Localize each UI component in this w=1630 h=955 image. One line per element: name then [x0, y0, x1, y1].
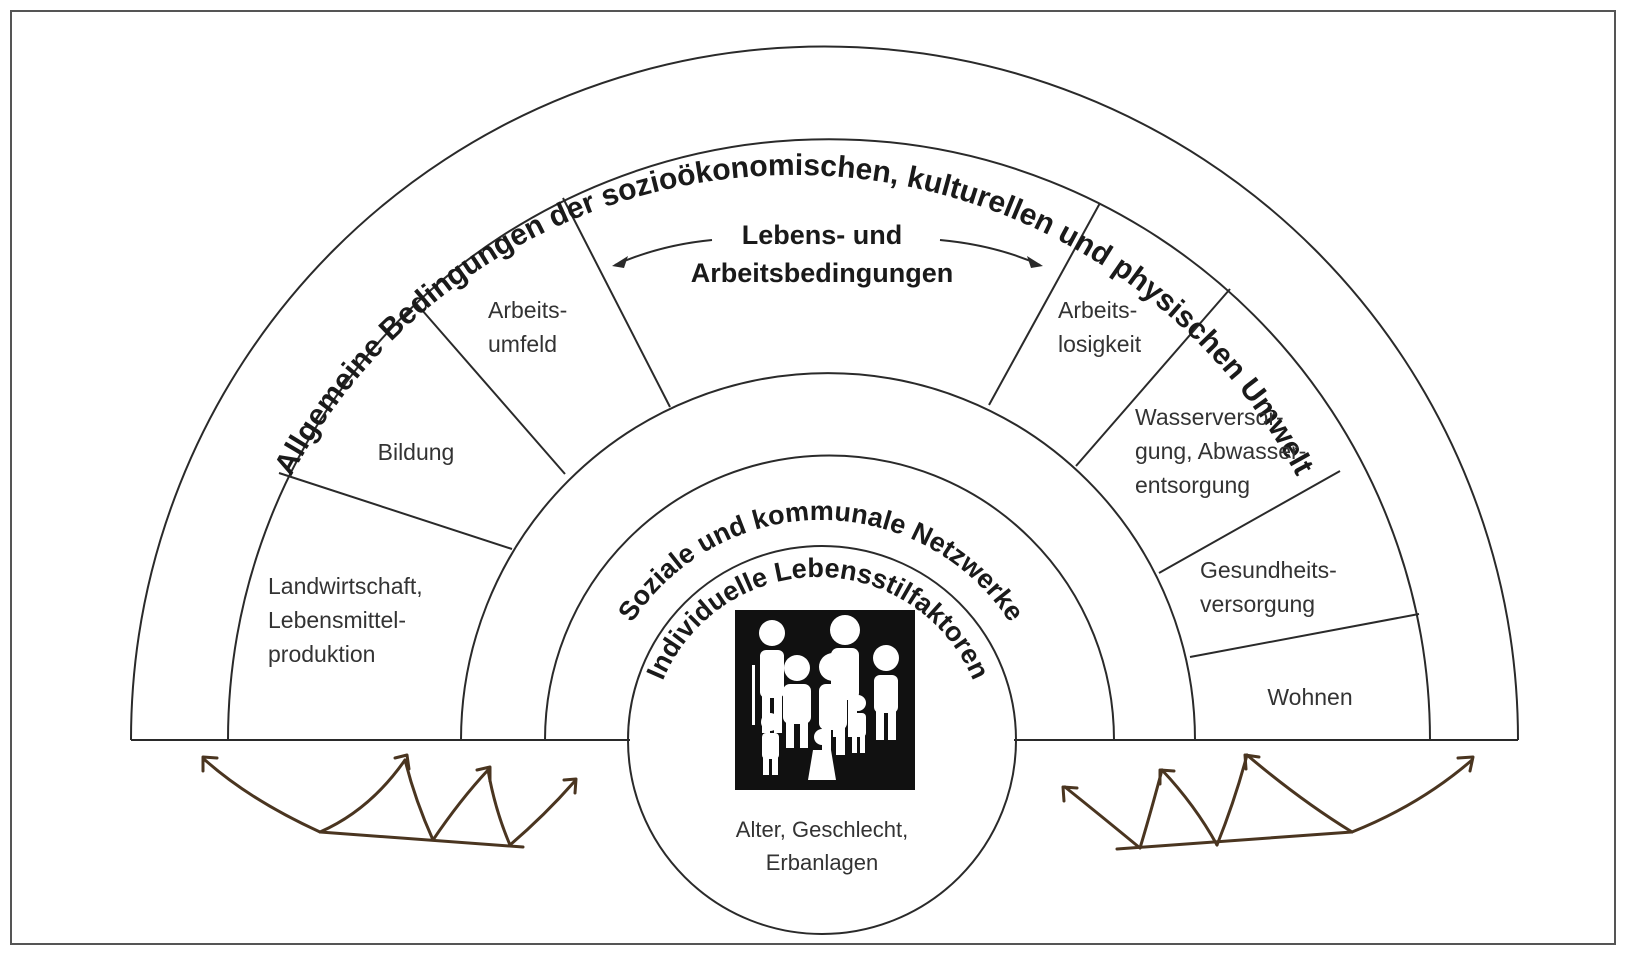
- svg-text:Wohnen: Wohnen: [1267, 684, 1352, 710]
- feedback-arrows-right: [1061, 753, 1475, 851]
- sector-divider: [1075, 288, 1231, 467]
- arrow-right-icon: [939, 239, 1041, 266]
- sector-wasserversorgung: Wasserversor- gung, Abwasser- entsorgung: [1135, 404, 1306, 498]
- feedback-arrows-left: [201, 753, 578, 849]
- center-sector-line2: Arbeitsbedingungen: [691, 258, 954, 288]
- svg-text:Arbeits-: Arbeits-: [1058, 297, 1137, 323]
- sector-divider: [278, 472, 513, 550]
- sector-arbeitslosigkeit: Arbeits- losigkeit: [1058, 297, 1142, 357]
- svg-text:losigkeit: losigkeit: [1058, 331, 1142, 357]
- svg-text:Landwirtschaft,: Landwirtschaft,: [268, 573, 423, 599]
- sector-wohnen: Wohnen: [1267, 684, 1352, 710]
- svg-text:umfeld: umfeld: [488, 331, 557, 357]
- sector-divider: [988, 202, 1101, 406]
- core-label-line1: Alter, Geschlecht,: [736, 817, 908, 842]
- sector-divider: [562, 197, 671, 408]
- arrowhead-right-icon: [1027, 256, 1043, 268]
- center-sector-line1: Lebens- und: [742, 220, 903, 250]
- family-icon: [735, 610, 915, 790]
- sector-arbeitsumfeld: Arbeits- umfeld: [488, 297, 567, 357]
- outer-ring-label: Allgemeine Bedingungen der sozioökonomis…: [268, 149, 1320, 480]
- svg-text:Wasserversor-: Wasserversor-: [1135, 404, 1284, 430]
- outer-arc: [130, 45, 1519, 741]
- sector-gesundheitsversorgung: Gesundheits- versorgung: [1200, 557, 1337, 617]
- arrowhead-left-icon: [612, 256, 628, 268]
- sector-divider: [414, 301, 566, 475]
- svg-text:Lebensmittel-: Lebensmittel-: [268, 607, 406, 633]
- sector-landwirtschaft: Landwirtschaft, Lebensmittel- produktion: [268, 573, 423, 667]
- svg-text:versorgung: versorgung: [1200, 591, 1315, 617]
- sector-divider: [1158, 470, 1341, 574]
- network-ring-outer-arc: [460, 372, 1196, 741]
- sector-divider: [1189, 613, 1420, 658]
- svg-text:entsorgung: entsorgung: [1135, 472, 1250, 498]
- core-label-line2: Erbanlagen: [766, 850, 879, 875]
- lifestyle-ring-outer-arc: [544, 454, 1115, 741]
- svg-text:Gesundheits-: Gesundheits-: [1200, 557, 1337, 583]
- svg-text:Arbeits-: Arbeits-: [488, 297, 567, 323]
- svg-text:produktion: produktion: [268, 641, 375, 667]
- sector-ring-outer-arc: [227, 138, 1431, 741]
- svg-text:gung, Abwasser-: gung, Abwasser-: [1135, 438, 1306, 464]
- svg-text:Bildung: Bildung: [378, 439, 455, 465]
- sector-bildung: Bildung: [378, 439, 455, 465]
